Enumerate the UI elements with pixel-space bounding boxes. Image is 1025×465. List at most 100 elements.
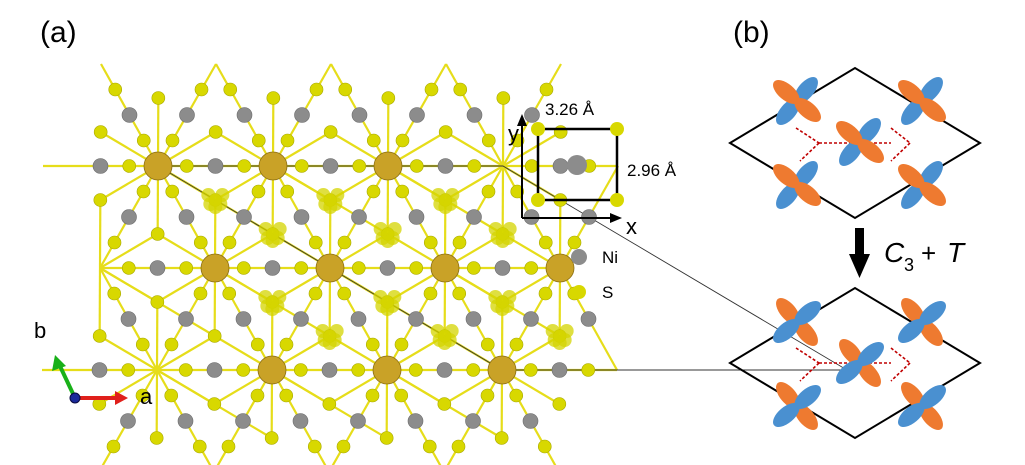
s-atom bbox=[193, 286, 208, 301]
ni-atom bbox=[178, 209, 195, 225]
legend-s-label: S bbox=[602, 283, 613, 302]
orbital-lobe bbox=[839, 338, 863, 366]
s-atom bbox=[338, 82, 353, 97]
density-lobe bbox=[432, 333, 447, 347]
center-atom bbox=[315, 253, 345, 283]
ni-atom bbox=[206, 362, 223, 378]
orbital-lobe bbox=[794, 301, 822, 325]
orbital-lobe bbox=[794, 319, 818, 347]
s-atom bbox=[307, 439, 322, 454]
orbitals-bottom bbox=[772, 297, 947, 431]
axes-origin bbox=[69, 392, 81, 404]
density-lobe bbox=[385, 231, 400, 245]
ni-atom bbox=[120, 311, 137, 327]
s-atom bbox=[250, 388, 265, 403]
s-atom bbox=[179, 261, 194, 275]
inset-s-atom bbox=[531, 193, 545, 207]
s-atom bbox=[581, 363, 596, 377]
s-atom bbox=[280, 133, 295, 148]
bond bbox=[156, 335, 216, 371]
s-atom bbox=[337, 235, 352, 250]
s-atom bbox=[221, 439, 236, 454]
orbital-lobe bbox=[919, 403, 943, 431]
orbital-lobe bbox=[776, 381, 800, 409]
inset-y-arrowhead bbox=[517, 114, 527, 126]
ni-atom bbox=[436, 362, 453, 378]
ni-atom bbox=[408, 209, 425, 225]
density-lobe bbox=[318, 197, 333, 211]
s-atom bbox=[266, 91, 281, 105]
inset-s-atom bbox=[531, 122, 545, 136]
s-atom bbox=[280, 184, 295, 199]
density-lobe bbox=[500, 299, 515, 313]
orbital-lobe bbox=[835, 360, 863, 384]
ni-atom bbox=[264, 260, 281, 276]
ni-atom bbox=[235, 413, 251, 429]
s-atom bbox=[135, 388, 150, 403]
ni-atom bbox=[294, 107, 310, 123]
density-lobe bbox=[270, 299, 285, 313]
s-atom bbox=[236, 261, 251, 275]
s-atom bbox=[552, 397, 567, 411]
s-atom bbox=[194, 82, 209, 97]
ni-atom bbox=[350, 413, 366, 429]
s-atom bbox=[165, 133, 180, 148]
ni-atom bbox=[466, 209, 482, 225]
a-axis-label: a bbox=[140, 384, 153, 409]
density-lobe bbox=[442, 333, 457, 347]
s-atom bbox=[467, 159, 482, 173]
bond bbox=[99, 335, 158, 371]
s-atom bbox=[178, 363, 193, 377]
down-arrow-shaft bbox=[855, 228, 864, 256]
center-atom bbox=[373, 151, 403, 181]
inset-cell-rect bbox=[536, 127, 619, 202]
orbital-lobe bbox=[794, 76, 818, 104]
orbital-lobe bbox=[857, 117, 881, 145]
orbital-lobe bbox=[772, 319, 800, 343]
s-atom bbox=[366, 184, 381, 199]
ni-atom bbox=[408, 311, 424, 327]
ni-atom bbox=[178, 311, 194, 327]
rhombus-bottom bbox=[728, 286, 982, 440]
s-atom bbox=[365, 388, 380, 403]
orbitals-top bbox=[772, 76, 947, 210]
s-atom bbox=[395, 184, 410, 199]
center-atom bbox=[430, 253, 460, 283]
s-atom bbox=[466, 363, 481, 377]
s-atom bbox=[323, 125, 338, 139]
s-atom bbox=[150, 295, 165, 309]
s-atom bbox=[494, 431, 509, 445]
s-atom bbox=[309, 82, 324, 97]
inset-s-atom bbox=[610, 193, 624, 207]
center-atoms-layer bbox=[143, 151, 575, 385]
s-atom bbox=[222, 235, 237, 250]
center-atom bbox=[487, 355, 517, 385]
d-orbital bbox=[772, 297, 822, 347]
orbital-lobe bbox=[919, 76, 943, 104]
ni-atom bbox=[322, 158, 339, 174]
s-atom bbox=[538, 235, 553, 250]
orbital-lobe bbox=[919, 319, 943, 347]
dashed-bond bbox=[890, 347, 911, 364]
s-atom bbox=[452, 235, 467, 250]
ni-atom bbox=[437, 158, 454, 174]
s-atom bbox=[151, 91, 166, 105]
d-orbital bbox=[897, 297, 947, 347]
s-atom bbox=[193, 235, 208, 250]
ni-atom bbox=[522, 413, 539, 429]
s-atom bbox=[437, 397, 452, 411]
ni-atom bbox=[351, 107, 368, 123]
orbital-lobe bbox=[794, 182, 822, 206]
s-atoms-layer bbox=[92, 82, 597, 454]
s-atom bbox=[207, 329, 222, 343]
s-atom bbox=[523, 363, 538, 377]
orbital-lobe bbox=[776, 98, 800, 126]
center-atom bbox=[372, 355, 402, 385]
orbital-lobe bbox=[857, 342, 885, 366]
s-atom bbox=[93, 125, 108, 139]
s-atom bbox=[567, 235, 582, 250]
ni-atom bbox=[207, 158, 224, 174]
ni-atom bbox=[350, 311, 367, 327]
s-atom bbox=[423, 235, 438, 250]
center-atom bbox=[200, 253, 230, 283]
